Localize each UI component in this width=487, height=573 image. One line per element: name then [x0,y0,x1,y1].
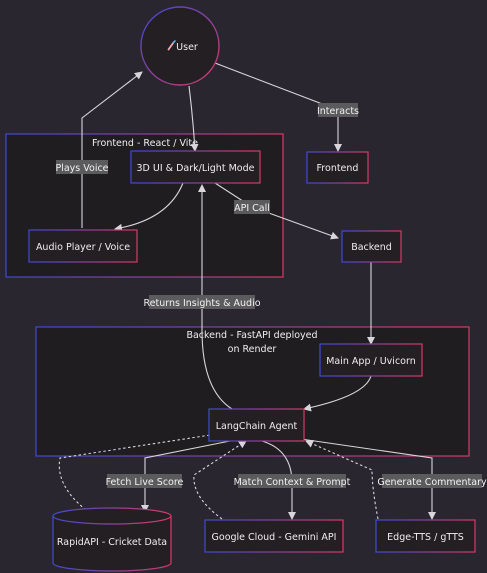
edge-gemini-langchain [193,440,247,520]
person-icon [167,40,176,51]
mainapp-node-label: Main App / Uvicorn [326,356,416,367]
edge-audio-user [81,71,143,228]
frontend-node-label: Frontend [317,163,359,174]
edge-ui3d-audio [114,182,184,232]
backend-node[interactable]: Backend [341,230,402,263]
audio-node[interactable]: Audio Player / Voice [28,229,138,263]
edge-langchain-tts [293,437,436,520]
edge-label-match: Match Context & Prompt [234,474,351,488]
ui3d-node-label: 3D UI & Dark/Light Mode [137,163,255,174]
mainapp-node[interactable]: Main App / Uvicorn [319,343,423,377]
edge-label-returns: Returns Insights & Audio [143,295,261,309]
edge-tts-langchain [305,440,379,520]
user-node[interactable]: User [140,6,220,86]
gemini-node[interactable]: Google Cloud - Gemini API [204,519,344,553]
langchain-node-label: LangChain Agent [216,421,298,432]
frontend-group-title: Frontend - React / Vite [92,138,198,149]
edge-mainapp-langchain [303,375,372,412]
svg-text:Plays Voice: Plays Voice [55,163,108,174]
ui3d-node[interactable]: 3D UI & Dark/Light Mode [130,150,261,184]
svg-text:Match Context & Prompt: Match Context & Prompt [234,477,351,488]
edge-label-interacts: Interacts [317,103,359,117]
gemini-node-label: Google Cloud - Gemini API [212,532,337,543]
langchain-node[interactable]: LangChain Agent [208,408,305,442]
backend-group-subtitle: on Render [228,344,277,355]
edge-label-generate: Generate Commentary [377,474,487,488]
rapidapi-node[interactable]: RapidAPI - Cricket Data [52,507,172,572]
edge-user-ui3d [188,85,199,152]
audio-node-label: Audio Player / Voice [36,242,130,253]
tts-node[interactable]: Edge-TTS / gTTS [375,519,476,553]
edge-langchain-rapid [141,440,231,513]
rapidapi-node-label: RapidAPI - Cricket Data [57,537,167,548]
frontend-node[interactable]: Frontend [306,151,369,184]
svg-text:API Call: API Call [234,203,270,214]
edge-langchain-ui3d [198,184,233,410]
edge-label-fetch: Fetch Live Score [106,474,184,488]
user-label: User [176,42,198,53]
edge-rapid-langchain [58,429,231,511]
svg-text:Returns Insights & Audio: Returns Insights & Audio [143,298,260,309]
svg-text:Fetch Live Score: Fetch Live Score [106,477,184,488]
edge-label-api-call: API Call [234,200,270,214]
edge-label-plays-voice: Plays Voice [55,160,109,174]
backend-group-title: Backend - FastAPI deployed [186,330,317,341]
svg-text:Generate Commentary: Generate Commentary [377,477,487,488]
backend-node-label: Backend [351,242,392,253]
svg-text:Interacts: Interacts [317,106,359,117]
tts-node-label: Edge-TTS / gTTS [387,532,464,543]
